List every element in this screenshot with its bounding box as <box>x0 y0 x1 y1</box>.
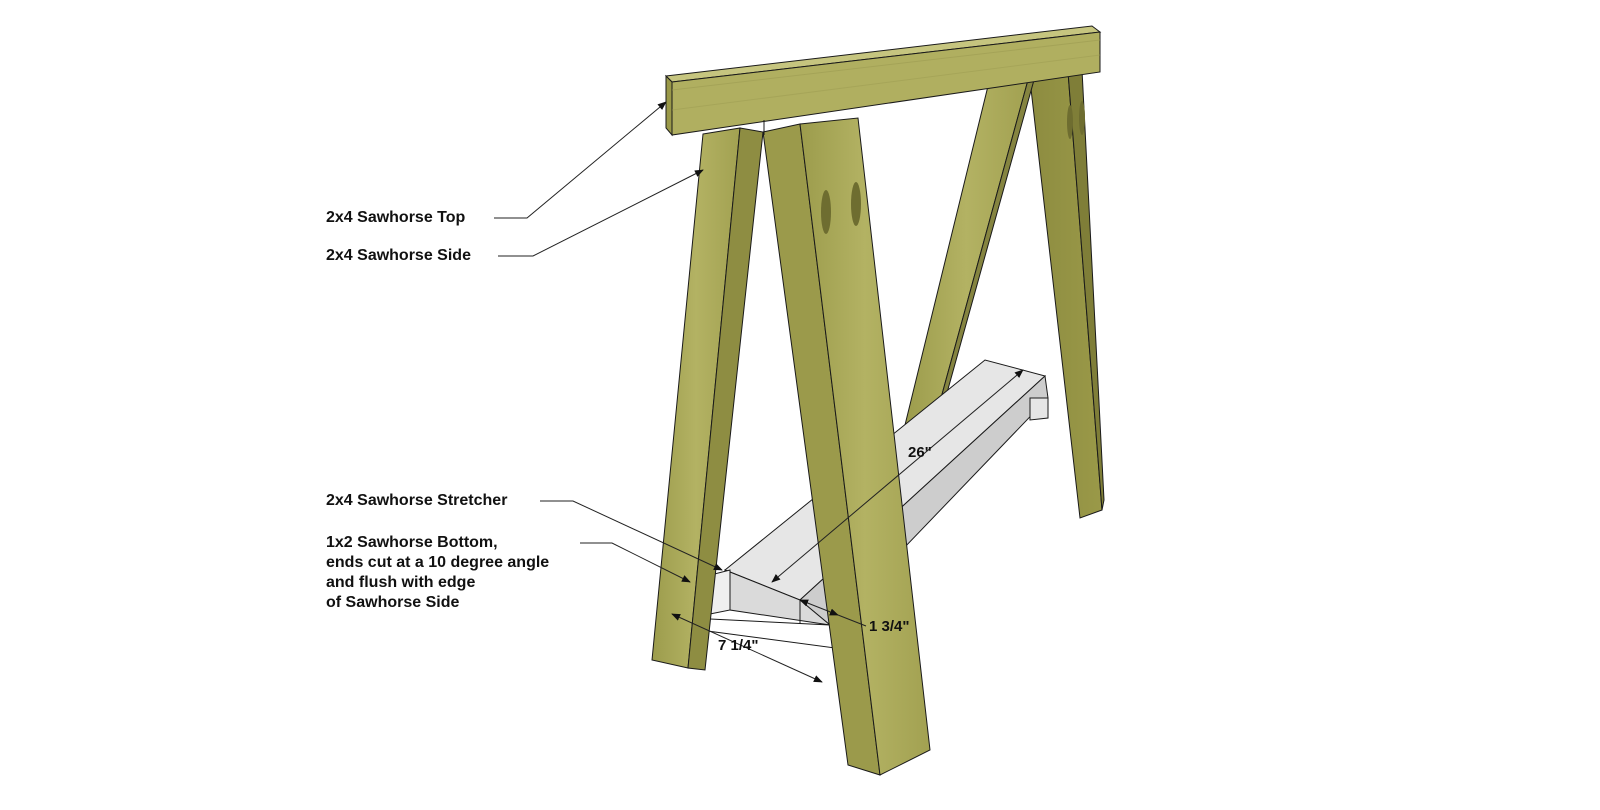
top-board <box>664 25 1102 137</box>
screw-hole <box>821 190 831 234</box>
dim-1-3-4-line <box>799 599 839 616</box>
label-stretcher: 2x4 Sawhorse Stretcher <box>326 492 508 509</box>
dimension-lines <box>671 369 1024 683</box>
label-top: 2x4 Sawhorse Top <box>326 209 466 226</box>
label-bottom-line1: 1x2 Sawhorse Bottom, <box>326 534 498 551</box>
screw-hole <box>1067 105 1073 139</box>
back-right-leg <box>1029 69 1105 519</box>
label-side: 2x4 Sawhorse Side <box>326 247 471 264</box>
label-bottom-line2: ends cut at a 10 degree angle <box>326 554 550 571</box>
dim-stretcher-length: 26" <box>908 444 932 461</box>
screw-hole <box>1079 101 1085 135</box>
label-bottom-line3: and flush with edge <box>326 574 476 591</box>
dim-7-1-4-line <box>671 613 823 683</box>
label-bottom: 1x2 Sawhorse Bottom, ends cut at a 10 de… <box>326 533 549 613</box>
dim-bottom-length: 7 1/4" <box>718 637 759 654</box>
screw-hole <box>851 182 861 226</box>
dim-26-line <box>771 369 1024 583</box>
dim-bottom-width: 1 3/4" <box>869 618 910 635</box>
leader-lines <box>494 101 723 583</box>
label-bottom-line4: of Sawhorse Side <box>326 594 460 611</box>
